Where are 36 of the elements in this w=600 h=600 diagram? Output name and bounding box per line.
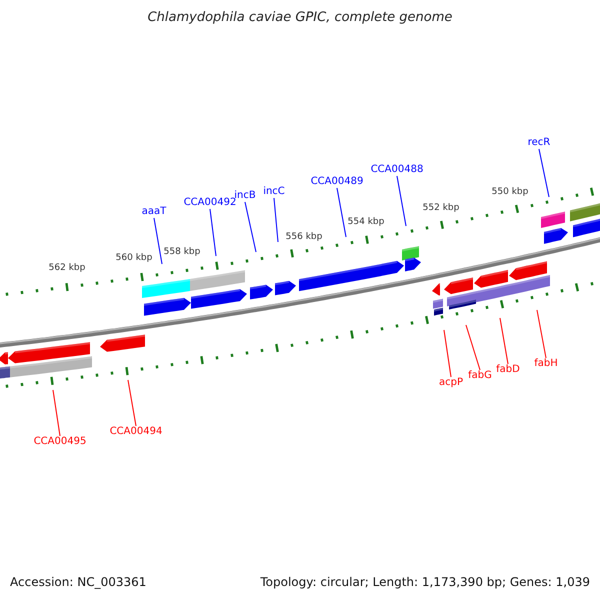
accession-note: Accession: NC_003361	[10, 576, 146, 588]
leader-line	[244, 202, 256, 252]
leader-line	[210, 208, 216, 256]
gene-label: CCA00488	[370, 164, 424, 176]
leader-line	[128, 380, 136, 426]
scale-label: 560 kbp	[116, 254, 152, 263]
scale-label: 550 kbp	[492, 188, 528, 197]
gene-label: acpP	[438, 377, 463, 389]
leader-line	[274, 198, 278, 242]
leader-line	[444, 330, 452, 378]
leader-line	[536, 310, 546, 358]
scale-label: 556 kbp	[286, 233, 322, 242]
gene-label: CCA00492	[184, 197, 236, 209]
gene-label: aaaT	[142, 206, 166, 218]
gene-label: CCA00489	[310, 176, 364, 188]
gene-label: fabG	[468, 370, 492, 382]
title: Chlamydophila caviae GPIC, complete genome	[146, 11, 454, 24]
leader-line	[52, 390, 60, 436]
gene-label: recR	[528, 137, 550, 149]
scale-label: 562 kbp	[48, 264, 86, 273]
leader-line	[154, 218, 162, 264]
gene-label: fabH	[534, 358, 558, 370]
leader-line	[538, 148, 550, 198]
leader-line	[336, 188, 346, 238]
scale-label: 552 kbp	[422, 204, 460, 213]
gene-label: incB	[234, 190, 256, 202]
leader-line	[500, 318, 508, 364]
gene-label: incC	[263, 186, 285, 198]
genome-info-note: Topology: circular; Length: 1,173,390 bp; Genes: 1,039	[260, 576, 590, 588]
gene-label: CCA00495	[34, 436, 86, 448]
gene-label: CCA00494	[110, 426, 162, 438]
scale-label: 558 kbp	[164, 248, 200, 257]
leader-line	[396, 176, 406, 226]
scale-label: 554 kbp	[348, 218, 384, 227]
gene-label: fabD	[496, 364, 520, 376]
leader-line	[466, 324, 480, 370]
